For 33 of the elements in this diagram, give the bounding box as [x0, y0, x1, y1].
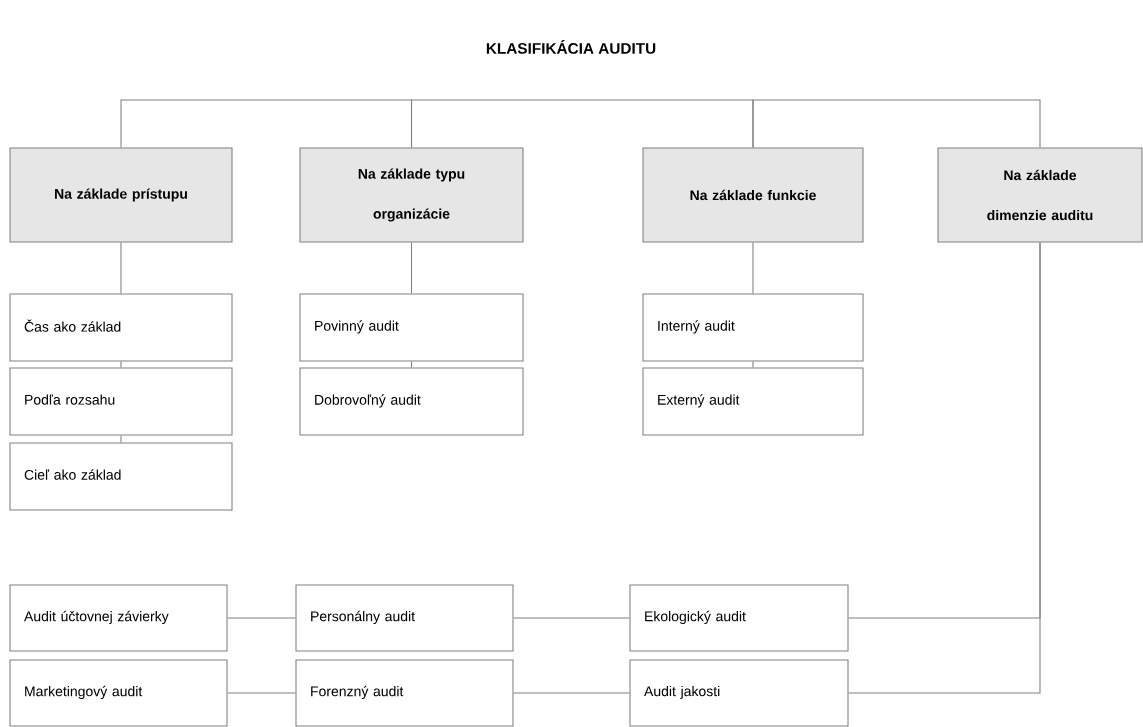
connector-line [848, 242, 1041, 694]
connector-line [410, 361, 413, 368]
audit-box: Podľa rozsahu [9, 367, 233, 436]
title: KLASIFIKÁCIA AUDITU [486, 40, 656, 54]
audit-box: Ekologický audit [629, 584, 849, 652]
audit-box: Povinný audit [299, 293, 524, 362]
connector-line [227, 617, 296, 619]
connector-line [752, 99, 1041, 148]
connector-line [120, 99, 413, 148]
connector-line [120, 435, 122, 443]
audit-box: Dobrovoľný audit [299, 367, 524, 436]
audit-box: Marketingový audit [9, 659, 228, 727]
category-box: Na základe dimenzie auditu [937, 147, 1143, 243]
connector-line [227, 692, 296, 694]
audit-box: Audit účtovnej závierky [9, 584, 228, 652]
connector-line [752, 361, 754, 368]
connector-line [752, 242, 754, 294]
audit-box: Externý audit [642, 367, 864, 436]
audit-box: Forenzný audit [295, 659, 514, 727]
connector-line [410, 99, 754, 148]
audit-box: Cieľ ako základ [9, 442, 233, 511]
audit-box: Interný audit [642, 293, 864, 362]
category-box: Na základe prístupu [9, 147, 233, 243]
audit-box: Personálny audit [295, 584, 514, 652]
connector-line [513, 617, 630, 619]
audit-box: Audit jakosti [629, 659, 849, 727]
connector-line [120, 361, 122, 368]
connector-line [513, 692, 630, 694]
category-box: Na základe funkcie [642, 147, 864, 243]
audit-box: Čas ako základ [9, 293, 233, 362]
connector-line [120, 242, 122, 294]
category-box: Na základe typu organizácie [299, 147, 524, 243]
connector-line [410, 242, 413, 294]
